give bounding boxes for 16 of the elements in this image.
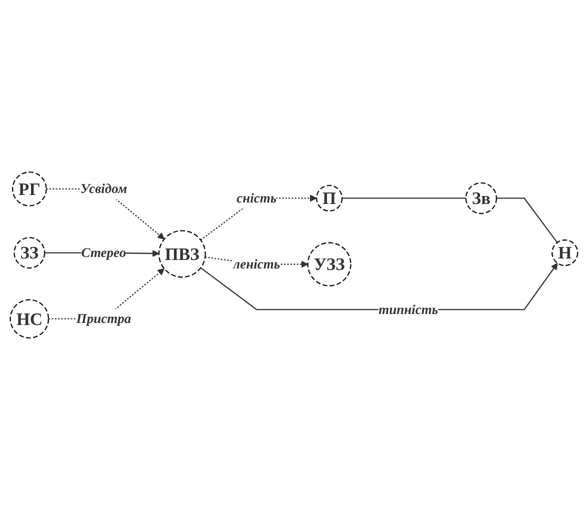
node-circle: Зв bbox=[465, 182, 498, 214]
node-circle: П bbox=[316, 184, 343, 212]
edge-label: сність bbox=[236, 190, 277, 206]
connector bbox=[496, 198, 558, 243]
connector bbox=[342, 198, 466, 199]
node-circle: Н bbox=[552, 239, 578, 266]
node-circle: РГ bbox=[12, 172, 47, 206]
node-circle: ЗЗ bbox=[14, 237, 46, 269]
edge-label: Стерео bbox=[81, 245, 126, 260]
node-circle: НС bbox=[10, 299, 50, 338]
node-circle: ПВЗ bbox=[158, 230, 206, 278]
edge-label: леність bbox=[233, 256, 280, 272]
edge-label: типність bbox=[378, 302, 438, 317]
edge-label: Пристра bbox=[76, 311, 132, 326]
edge-label: Усвідом bbox=[80, 181, 128, 196]
node-circle: УЗЗ bbox=[307, 242, 352, 286]
